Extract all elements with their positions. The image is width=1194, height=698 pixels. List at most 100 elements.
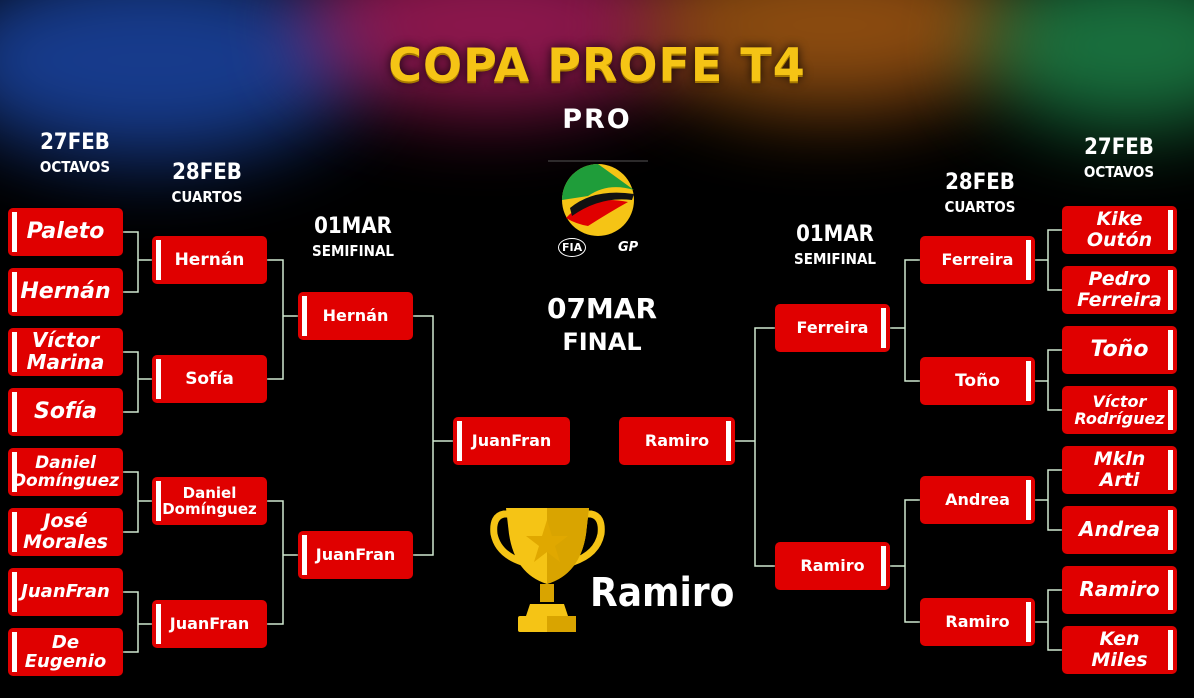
player-name: De Eugenio bbox=[24, 631, 107, 672]
left-sf-slot-1: Hernán bbox=[298, 292, 413, 340]
player-name: Ramiro bbox=[644, 431, 710, 451]
player-name: Ferreira bbox=[796, 318, 869, 338]
trophy-icon bbox=[490, 504, 605, 636]
right-r16-slot-6: Andrea bbox=[1062, 506, 1177, 554]
final-date: 07MAR bbox=[546, 292, 658, 325]
left-qf-slot-2: Sofía bbox=[152, 355, 267, 403]
player-name: José Morales bbox=[23, 510, 108, 553]
bracket-connector bbox=[123, 351, 139, 413]
right-semis-date: 01MAR bbox=[796, 222, 874, 247]
bracket-connector bbox=[1047, 349, 1062, 411]
left-semis-date: 01MAR bbox=[314, 214, 392, 239]
left-octavos-date: 27FEB bbox=[40, 130, 110, 155]
right-qf-slot-1: Ferreira bbox=[920, 236, 1035, 284]
left-r16-slot-6: José Morales bbox=[8, 508, 123, 556]
champion-name: Ramiro bbox=[590, 570, 735, 616]
player-name: Toño bbox=[1090, 337, 1149, 363]
fia-logo-text: FIA bbox=[558, 238, 587, 257]
page-subtitle: PRO bbox=[562, 104, 632, 135]
left-r16-slot-5: Daniel Domínguez bbox=[8, 448, 123, 496]
player-name: Andrea bbox=[945, 490, 1010, 510]
right-r16-slot-3: Toño bbox=[1062, 326, 1177, 374]
right-semis-header: 01MAR SEMIFINAL bbox=[780, 222, 890, 270]
right-cuartos-date: 28FEB bbox=[945, 170, 1015, 195]
right-finalist-slot: Ramiro bbox=[619, 417, 735, 465]
right-sf-slot-1: Ferreira bbox=[775, 304, 890, 352]
right-r16-slot-4: Víctor Rodríguez bbox=[1062, 386, 1177, 434]
right-r16-slot-2: Pedro Ferreira bbox=[1062, 266, 1177, 314]
bracket-connector bbox=[123, 231, 139, 293]
right-r16-slot-5: Mkln Arti bbox=[1062, 446, 1177, 494]
bracket-connector bbox=[754, 327, 775, 567]
player-name: Víctor Rodríguez bbox=[1074, 391, 1165, 428]
player-name: Paleto bbox=[26, 219, 105, 245]
player-name: Hernán bbox=[20, 279, 111, 305]
bracket-connector bbox=[904, 259, 920, 382]
player-name: JuanFran bbox=[21, 581, 110, 603]
player-name: Sofía bbox=[185, 368, 234, 389]
left-qf-slot-4: JuanFran bbox=[152, 600, 267, 648]
player-name: Pedro Ferreira bbox=[1077, 268, 1162, 311]
bracket-connector bbox=[413, 315, 434, 556]
bracket-connector bbox=[267, 259, 284, 380]
player-name: Sofía bbox=[34, 399, 97, 425]
gp-logo-text: GP bbox=[618, 240, 639, 255]
player-name: Hernán bbox=[322, 306, 389, 326]
right-r16-slot-8: Ken Miles bbox=[1062, 626, 1177, 674]
left-r16-slot-8: De Eugenio bbox=[8, 628, 123, 676]
player-name: Andrea bbox=[1079, 517, 1160, 542]
right-cuartos-header: 28FEB CUARTOS bbox=[925, 170, 1035, 218]
right-r16-slot-7: Ramiro bbox=[1062, 566, 1177, 614]
league-logo-icon: FIA GP bbox=[548, 160, 648, 264]
left-r16-slot-4: Sofía bbox=[8, 388, 123, 436]
right-cuartos-round: CUARTOS bbox=[944, 198, 1016, 216]
final-round: FINAL bbox=[562, 328, 642, 356]
player-name: Ramiro bbox=[800, 556, 865, 576]
left-cuartos-round: CUARTOS bbox=[171, 188, 243, 206]
right-semis-round: SEMIFINAL bbox=[794, 250, 876, 268]
right-octavos-header: 27FEB OCTAVOS bbox=[1064, 135, 1174, 183]
bracket-connector bbox=[123, 591, 139, 653]
right-qf-slot-2: Toño bbox=[920, 357, 1035, 405]
player-name: JuanFran bbox=[169, 614, 250, 634]
bracket-connector bbox=[1047, 589, 1062, 651]
bracket-connector bbox=[1047, 229, 1062, 291]
page-title: COPA PROFE T4 bbox=[388, 38, 806, 92]
player-name: Ken Miles bbox=[1091, 628, 1148, 671]
left-octavos-round: OCTAVOS bbox=[39, 158, 111, 176]
left-finalist-slot: JuanFran bbox=[453, 417, 570, 465]
left-r16-slot-3: Víctor Marina bbox=[8, 328, 123, 376]
left-semis-round: SEMIFINAL bbox=[312, 242, 394, 260]
left-r16-slot-7: JuanFran bbox=[8, 568, 123, 616]
player-name: Mkln Arti bbox=[1093, 448, 1146, 491]
player-name: Daniel Domínguez bbox=[162, 483, 257, 518]
player-name: Víctor Marina bbox=[26, 328, 105, 374]
right-qf-slot-4: Ramiro bbox=[920, 598, 1035, 646]
right-octavos-date: 27FEB bbox=[1084, 135, 1154, 160]
player-name: Ramiro bbox=[1079, 577, 1160, 602]
bracket-connector bbox=[267, 500, 284, 625]
left-r16-slot-1: Paleto bbox=[8, 208, 123, 256]
final-header: 07MAR FINAL bbox=[540, 292, 664, 358]
left-semis-header: 01MAR SEMIFINAL bbox=[298, 214, 408, 262]
player-name: Ramiro bbox=[945, 612, 1010, 632]
player-name: Kike Outón bbox=[1086, 208, 1153, 251]
left-cuartos-date: 28FEB bbox=[172, 160, 242, 185]
left-cuartos-header: 28FEB CUARTOS bbox=[152, 160, 262, 208]
player-name: JuanFran bbox=[315, 545, 396, 565]
player-name: Toño bbox=[955, 370, 1000, 391]
right-octavos-round: OCTAVOS bbox=[1083, 163, 1155, 181]
right-qf-slot-3: Andrea bbox=[920, 476, 1035, 524]
player-name: JuanFran bbox=[471, 431, 552, 451]
left-qf-slot-3: Daniel Domínguez bbox=[152, 477, 267, 525]
player-name: Hernán bbox=[174, 249, 245, 270]
left-octavos-header: 27FEB OCTAVOS bbox=[20, 130, 130, 178]
bracket-connector bbox=[123, 471, 139, 533]
player-name: Ferreira bbox=[941, 250, 1014, 270]
player-name: Daniel Domínguez bbox=[11, 452, 120, 491]
left-sf-slot-2: JuanFran bbox=[298, 531, 413, 579]
left-r16-slot-2: Hernán bbox=[8, 268, 123, 316]
bracket-connector bbox=[904, 499, 920, 623]
